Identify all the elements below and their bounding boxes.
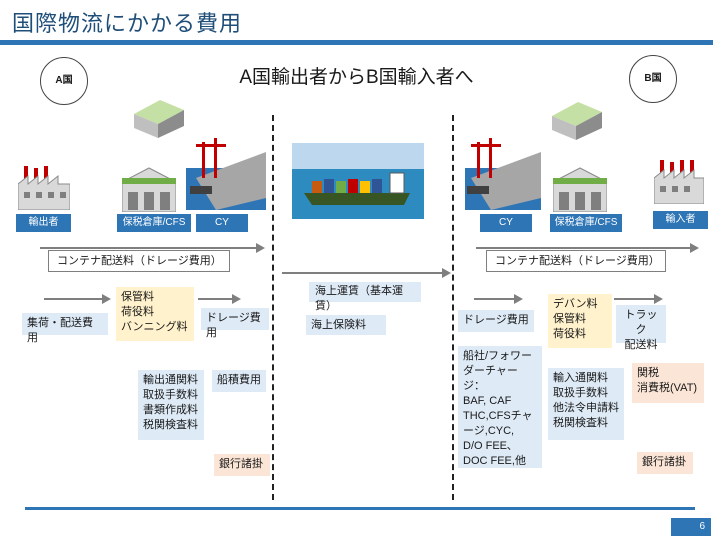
drayage-fee-box-a: ドレージ費用 (201, 308, 269, 339)
title-underline (0, 40, 713, 45)
bonded-warehouse-label-b: 保税倉庫/CFS (550, 214, 622, 232)
customs-fee-line: 税関検査料 (143, 419, 198, 431)
arrow-head (256, 243, 265, 253)
ocean-freight-box: 海上運賃（基本運賃） (309, 282, 421, 312)
duties-tax-box: 関税 消費税(VAT) (632, 363, 704, 403)
port-crane-icon-b (465, 138, 541, 210)
page-number: 6 (671, 518, 711, 536)
storage-fee-line: 保管料 (121, 291, 154, 303)
customs-fee-line: 税関検査料 (553, 417, 608, 429)
customs-fee-line: 書類作成料 (143, 404, 198, 416)
port-crane-icon (186, 138, 266, 210)
tax-line: 消費税(VAT) (637, 382, 698, 394)
bonded-warehouse-label-a: 保税倉庫/CFS (117, 214, 191, 232)
exporter-label: 輸出者 (16, 214, 71, 232)
container-fee-arrow-a (40, 247, 256, 249)
bank-charges-box-b: 銀行諸掛 (637, 452, 693, 474)
truck-fee-line: トラック (624, 309, 658, 336)
divider-left (272, 115, 274, 500)
collection-fee-box: 集荷・配送費用 (22, 313, 108, 344)
devanning-fee-line: 保管料 (553, 313, 586, 325)
bonded-warehouse-icon (122, 167, 176, 212)
factory-icon (18, 166, 70, 210)
devanning-fee-line: 荷役料 (553, 328, 586, 340)
arrow-head (232, 294, 241, 304)
factory-icon-b (654, 160, 704, 204)
devanning-fees-box: デバン料 保管料 荷役料 (548, 294, 612, 348)
bonded-warehouse-icon-b (553, 167, 607, 212)
import-customs-box: 輸入通関料 取扱手数料 他法令申請料 税関検査料 (548, 368, 624, 440)
container-fee-arrow-b (476, 247, 690, 249)
bank-charges-box-a: 銀行諸掛 (214, 454, 270, 476)
footer-line (25, 507, 695, 510)
arrow-head (102, 294, 111, 304)
truck-delivery-box: トラック 配送料 (616, 305, 666, 351)
storage-fee-line: バンニング料 (121, 321, 188, 333)
arrow-head (442, 268, 451, 278)
storage-fee-line: 荷役料 (121, 306, 154, 318)
carrier-charge-line: ージ,CYC, (463, 425, 515, 437)
country-b-badge: B国 (629, 55, 677, 103)
ocean-arrow (282, 272, 442, 274)
warehouse-icon-b (552, 102, 602, 140)
drayage-arrow-a (198, 298, 232, 300)
truck-fee-line: 配送料 (624, 339, 658, 351)
carrier-charges-box: 船社/フォワー ダーチャージ： BAF, CAF THC,CFSチャ ージ,CY… (458, 346, 542, 468)
carrier-charge-line: THC,CFSチャ (463, 410, 533, 422)
export-customs-box: 輸出通関料 取扱手数料 書類作成料 税関検査料 (138, 370, 204, 440)
devanning-fee-line: デバン料 (553, 298, 598, 310)
carrier-charge-line: D/O FEE､ (463, 440, 513, 452)
drayage-fee-box-b: ドレージ費用 (458, 310, 534, 332)
container-ship-image (292, 143, 424, 219)
collection-arrow (44, 298, 102, 300)
truck-arrow-b (614, 298, 654, 300)
arrow-head (690, 243, 699, 253)
divider-right (452, 115, 454, 500)
cy-label-a: CY (196, 214, 248, 232)
arrow-head (514, 294, 523, 304)
container-fee-box-a: コンテナ配送料（ドレージ費用） (48, 250, 230, 272)
container-fee-box-b: コンテナ配送料（ドレージ費用） (486, 250, 666, 272)
page-title: 国際物流にかかる費用 (12, 11, 243, 36)
tax-line: 関税 (637, 367, 659, 379)
country-a-badge: A国 (40, 57, 88, 105)
drayage-arrow-b (474, 298, 514, 300)
customs-fee-line: 輸入通関料 (553, 372, 608, 384)
customs-fee-line: 取扱手数料 (143, 389, 198, 401)
loading-fee-box: 船積費用 (212, 370, 266, 392)
warehouse-icon (134, 100, 184, 138)
carrier-charge-line: 船社/フォワー (463, 350, 533, 362)
arrow-head (654, 294, 663, 304)
carrier-charge-line: BAF, CAF (463, 395, 512, 407)
customs-fee-line: 取扱手数料 (553, 387, 608, 399)
storage-fees-box-a: 保管料 荷役料 バンニング料 (116, 287, 194, 341)
importer-label: 輸入者 (653, 211, 708, 229)
cy-label-b: CY (480, 214, 532, 232)
carrier-charge-line: DOC FEE,他 (463, 455, 526, 467)
marine-insurance-box: 海上保険料 (306, 315, 386, 335)
flow-heading: A国輸出者からB国輸入者へ (239, 67, 474, 88)
carrier-charge-line: ダーチャージ： (463, 365, 518, 392)
customs-fee-line: 他法令申請料 (553, 402, 619, 414)
customs-fee-line: 輸出通関料 (143, 374, 198, 386)
